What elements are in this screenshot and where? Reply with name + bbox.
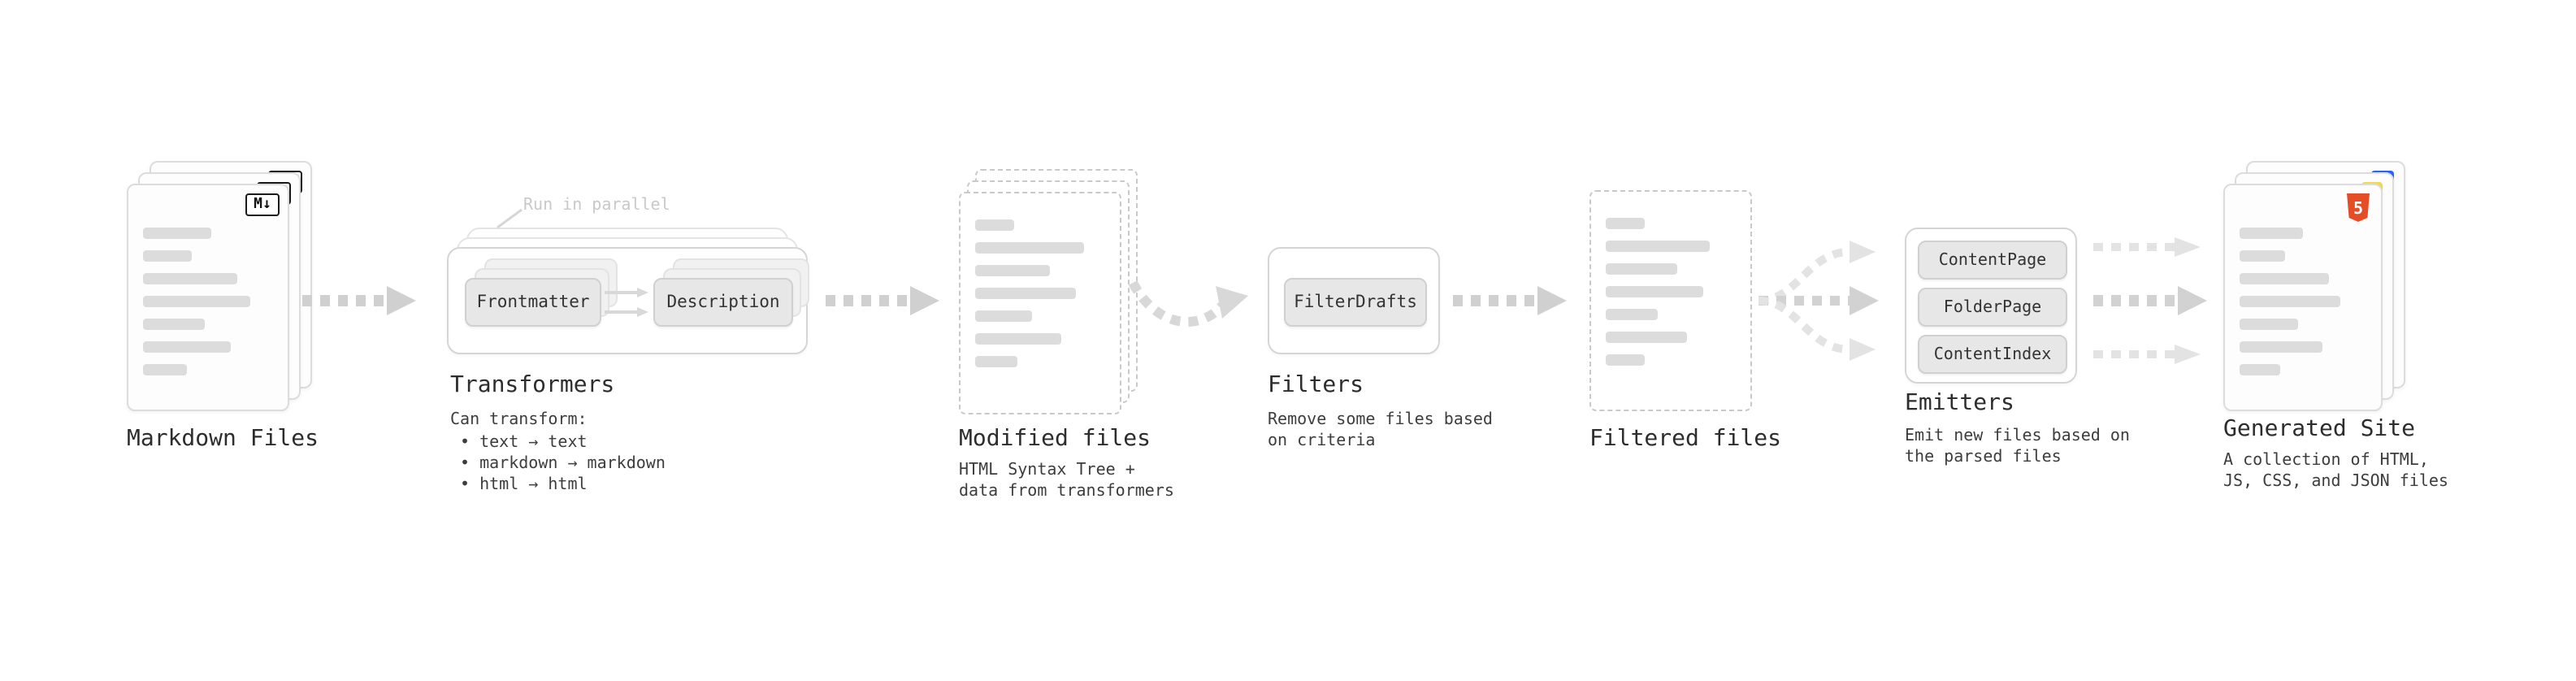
- filters-label: Filters: [1268, 372, 1364, 398]
- plugin-contentindex: ContentIndex: [1918, 335, 2067, 374]
- svg-text:5: 5: [2353, 198, 2363, 218]
- text-line: [143, 296, 250, 307]
- file-text-lines: [143, 228, 273, 387]
- text-line: [143, 250, 193, 262]
- html5-icon: 5: [2347, 193, 2370, 222]
- modified-files-desc: HTML Syntax Tree + data from transformer…: [959, 462, 1174, 501]
- arrows-filtered-to-emitters: [1758, 241, 1879, 361]
- text-line: [1606, 354, 1645, 366]
- file-text-lines: [975, 219, 1105, 379]
- text-line: [975, 288, 1077, 299]
- run-in-parallel-note: Run in parallel: [523, 197, 670, 215]
- transformers-desc-heading: Can transform:: [450, 411, 588, 429]
- arrow-transformers-to-modified: [826, 286, 939, 315]
- text-line: [975, 333, 1061, 345]
- plugin-description: Description: [653, 278, 793, 327]
- emitters-label: Emitters: [1905, 390, 2014, 416]
- text-line: [975, 219, 1014, 231]
- plugin-frontmatter: Frontmatter: [465, 278, 601, 327]
- filters-desc: Remove some files based on criteria: [1268, 411, 1493, 450]
- text-line: [2240, 341, 2323, 353]
- modified-file-card-front: [959, 192, 1121, 414]
- arrows-emitters-to-site: [2093, 237, 2207, 364]
- text-line: [143, 319, 206, 330]
- text-line: [2240, 364, 2280, 375]
- generated-site-stack: 5: [2223, 161, 2409, 411]
- plugin-filterdrafts: FilterDrafts: [1284, 278, 1427, 327]
- markdown-files-label: Markdown Files: [127, 426, 319, 452]
- text-line: [975, 265, 1051, 276]
- markdown-files-stack: M↓ M↓ M↓: [127, 161, 315, 411]
- text-line: [143, 228, 211, 239]
- text-line: [2240, 319, 2298, 330]
- markdown-icon: M↓: [245, 193, 280, 216]
- text-line: [143, 364, 188, 375]
- file-text-lines: [1606, 218, 1736, 377]
- text-line: [2240, 273, 2329, 284]
- filtered-files-label: Filtered files: [1589, 426, 1782, 452]
- plugin-folderpage: FolderPage: [1918, 288, 2067, 327]
- transform-item: • markdown → markdown: [460, 455, 666, 473]
- parallel-note-connector: [497, 208, 523, 229]
- emitters-desc: Emit new files based on the parsed files: [1905, 427, 2130, 466]
- text-line: [2240, 250, 2286, 262]
- site-file-card-front: 5: [2223, 184, 2383, 411]
- emitters-box: ContentPage FolderPage ContentIndex: [1905, 228, 2077, 384]
- text-line: [975, 356, 1017, 367]
- generated-site-desc: A collection of HTML, JS, CSS, and JSON …: [2223, 452, 2448, 491]
- text-line: [1606, 241, 1710, 252]
- text-line: [1606, 309, 1658, 320]
- transform-item: • html → html: [460, 476, 588, 494]
- text-line: [1606, 263, 1677, 275]
- transformers-label: Transformers: [450, 372, 615, 398]
- filtered-files-card: [1589, 190, 1752, 411]
- plugin-flow-arrows: [605, 288, 648, 317]
- arrow-filters-to-filtered: [1453, 286, 1567, 315]
- modified-files-stack: [959, 169, 1138, 419]
- filters-box: FilterDrafts: [1268, 247, 1440, 354]
- markdown-file-card-front: M↓: [127, 184, 289, 411]
- arrow-modified-to-filters: [1128, 280, 1248, 327]
- text-line: [975, 310, 1033, 322]
- generated-site-label: Generated Site: [2223, 416, 2416, 442]
- modified-files-label: Modified files: [959, 426, 1151, 452]
- text-line: [975, 242, 1085, 254]
- transform-item: • text → text: [460, 434, 588, 452]
- plugin-contentpage: ContentPage: [1918, 241, 2067, 280]
- text-line: [2240, 228, 2303, 239]
- text-line: [1606, 218, 1645, 229]
- text-line: [143, 341, 232, 353]
- text-line: [143, 273, 237, 284]
- transformers-box: Frontmatter Description: [447, 247, 809, 354]
- text-line: [2240, 296, 2341, 307]
- file-text-lines: [2240, 228, 2366, 387]
- text-line: [1606, 332, 1687, 343]
- text-line: [1606, 286, 1703, 297]
- arrow-markdown-to-transformers: [302, 286, 416, 315]
